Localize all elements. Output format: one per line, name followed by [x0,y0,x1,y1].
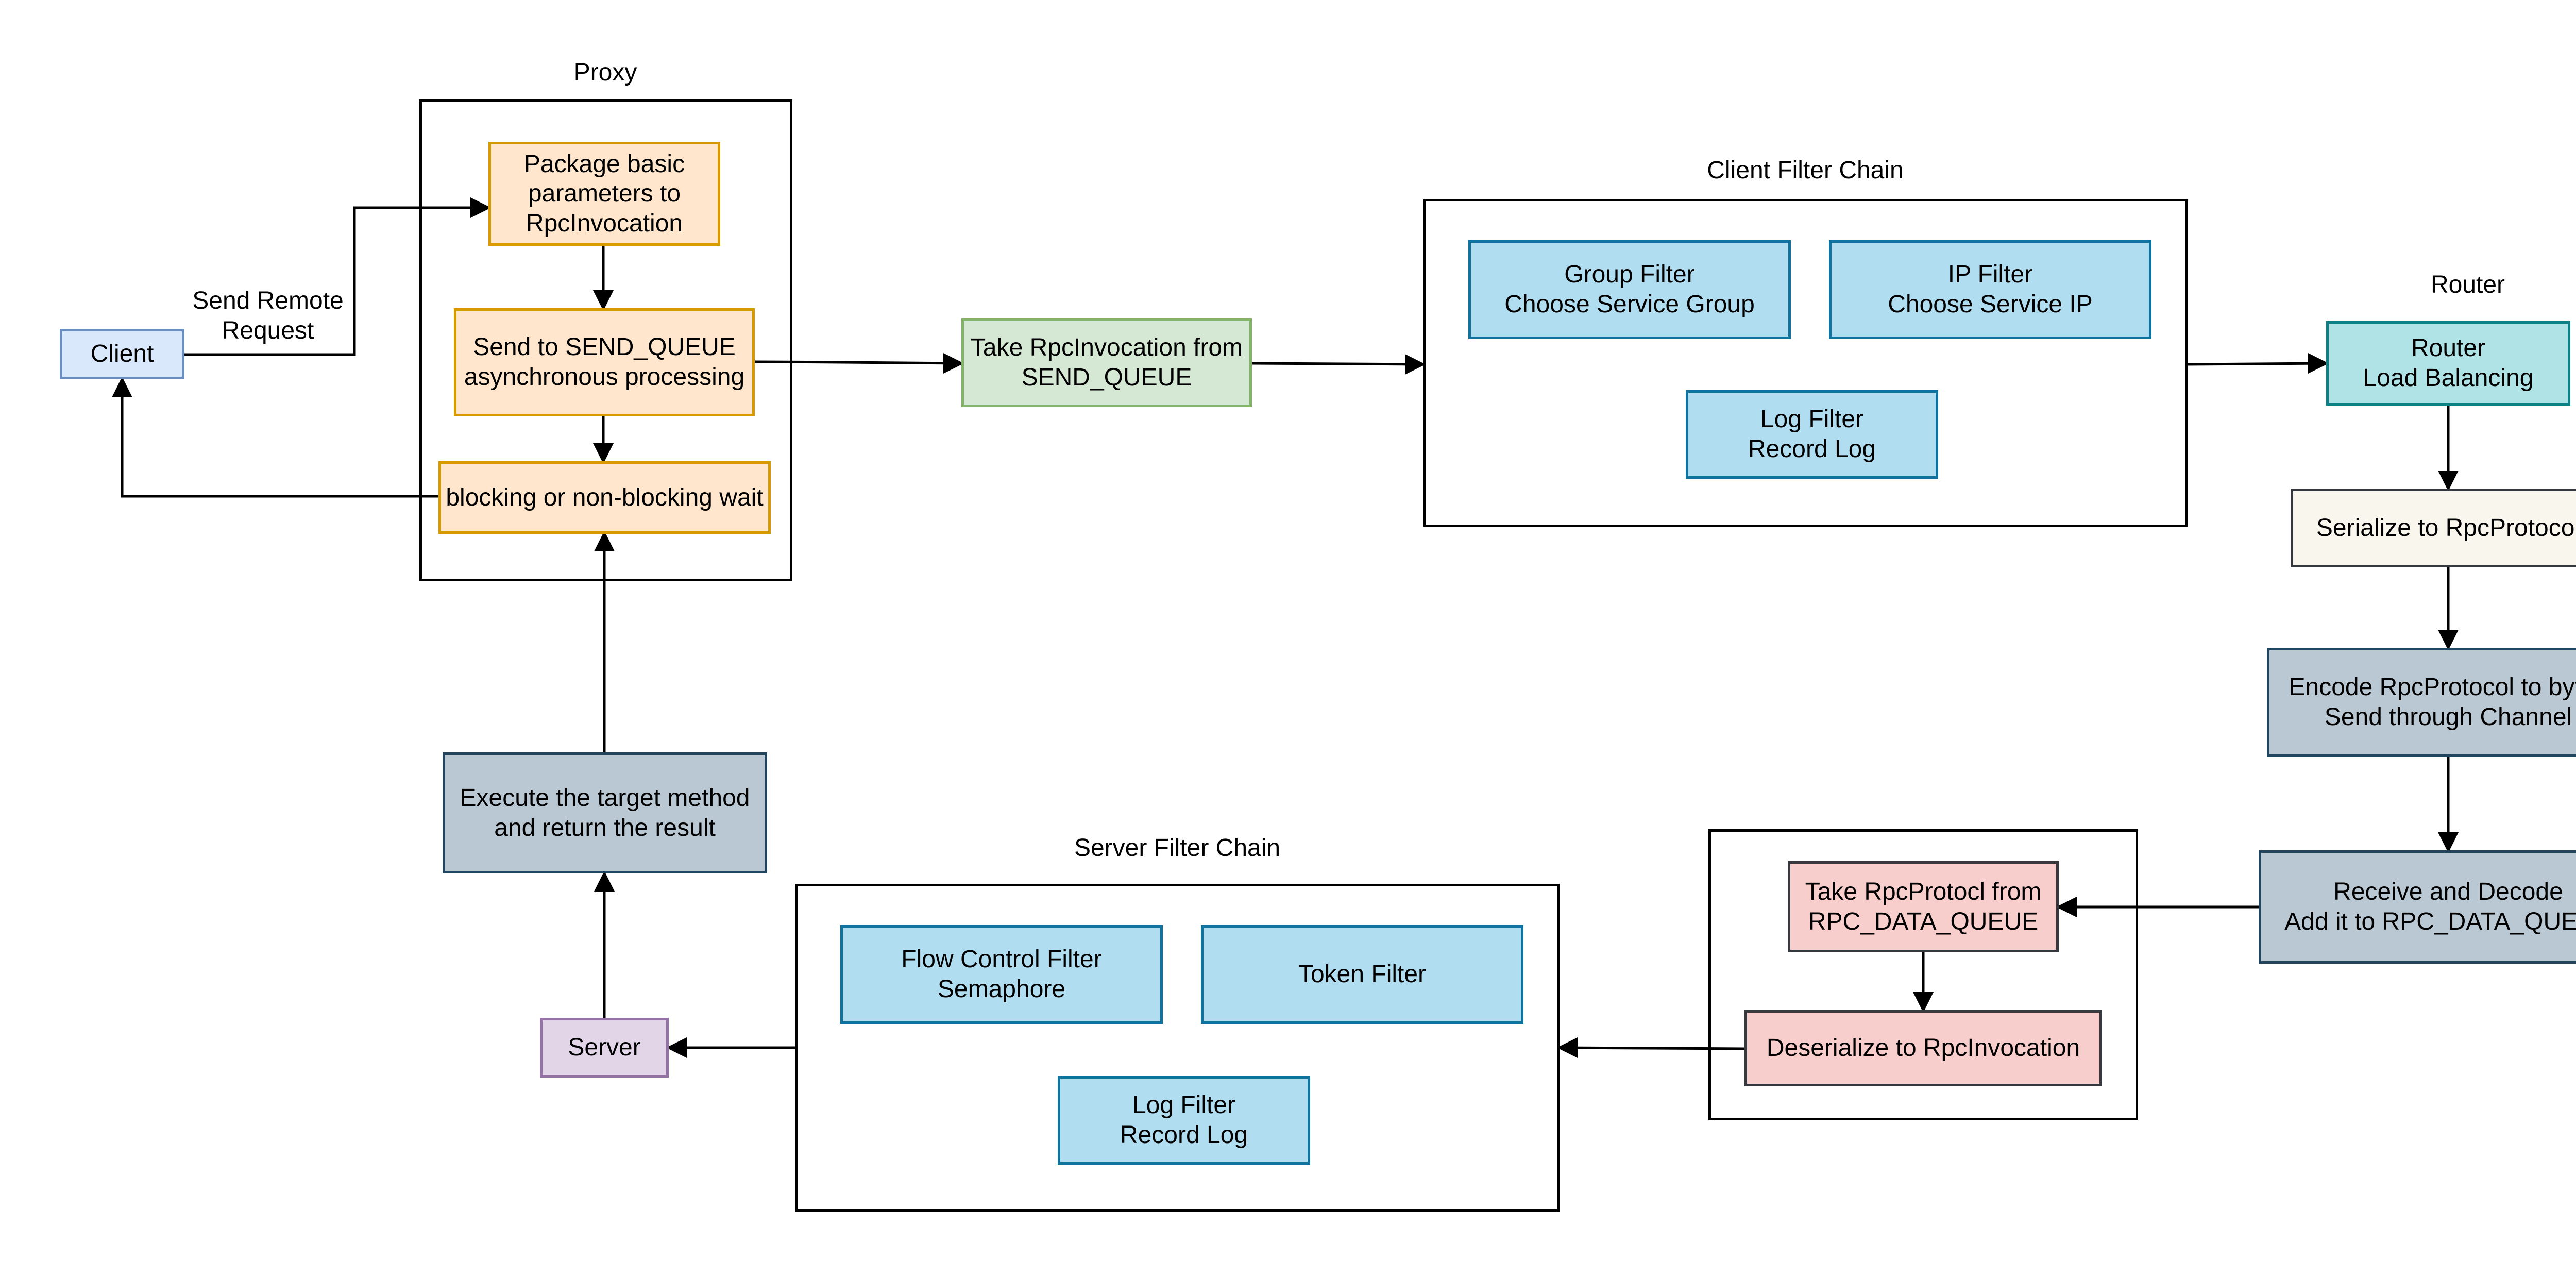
queue-container [1708,829,2138,1120]
encode-node[interactable]: Encode RpcProtocol to bytes Send through… [2267,648,2576,757]
router-lb-node[interactable]: Router Load Balancing [2326,321,2570,406]
arrow-deserialize-to-server-chain [1557,1037,1745,1058]
server-filter-chain-caption: Server Filter Chain [1074,834,1281,862]
router-caption: Router [2430,271,2505,298]
client-node[interactable]: Client [60,329,184,379]
take-protocol-node[interactable]: Take RpcProtocl from RPC_DATA_QUEUE [1788,861,2059,952]
proxy-container [419,99,792,581]
server-log-filter-node[interactable]: Log Filter Record Log [1058,1076,1310,1165]
client-filter-chain-container [1423,199,2188,527]
send-remote-request-label: Send Remote Request [192,287,344,344]
arrow-client-chain-to-router [2186,353,2329,374]
group-filter-node[interactable]: Group Filter Choose Service Group [1468,240,1791,339]
token-filter-node[interactable]: Token Filter [1201,925,1523,1024]
proxy-caption: Proxy [573,59,637,86]
take-invocation-node[interactable]: Take RpcInvocation from SEND_QUEUE [961,318,1252,407]
ip-filter-node[interactable]: IP Filter Choose Service IP [1829,240,2151,339]
arrow-take-to-client-chain [1250,354,1426,375]
package-params-node[interactable]: Package basic parameters to RpcInvocatio… [488,142,720,246]
client-filter-chain-caption: Client Filter Chain [1707,157,1904,184]
receive-decode-node[interactable]: Receive and Decode Add it to RPC_DATA_QU… [2259,850,2576,964]
flow-control-filter-node[interactable]: Flow Control Filter Semaphore [840,925,1163,1024]
deserialize-node[interactable]: Deserialize to RpcInvocation [1744,1010,2102,1086]
arrow-wait-to-client [112,377,438,498]
execute-node[interactable]: Execute the target method and return the… [443,752,767,873]
send-to-queue-node[interactable]: Send to SEND_QUEUE asynchronous processi… [454,308,755,416]
wait-node[interactable]: blocking or non-blocking wait [438,461,771,534]
client-log-filter-node[interactable]: Log Filter Record Log [1686,390,1938,479]
server-filter-chain-container [795,884,1560,1212]
server-node[interactable]: Server [540,1018,669,1078]
serialize-node[interactable]: Serialize to RpcProtocol [2291,489,2576,567]
arrow-send-to-take [754,352,964,374]
